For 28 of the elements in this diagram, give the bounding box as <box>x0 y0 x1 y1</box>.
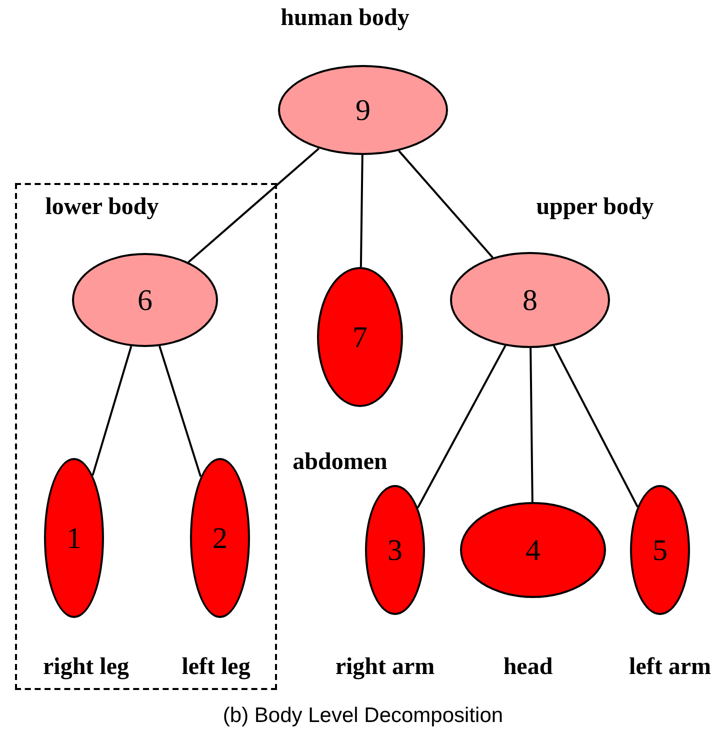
node-name-label: lower body <box>45 195 159 219</box>
node-name-label: upper body <box>536 195 654 219</box>
node-name-label: left arm <box>629 655 711 679</box>
tree-edge <box>530 348 534 502</box>
tree-node-ellipse: 5 <box>630 485 690 615</box>
dashed-group-box <box>15 183 277 690</box>
tree-node-ellipse: 8 <box>450 252 610 348</box>
tree-node-ellipse: 9 <box>278 65 448 155</box>
tree-edge <box>416 345 506 508</box>
node-name-label: human body <box>280 6 410 30</box>
tree-edge <box>188 148 320 263</box>
figure-caption: (b) Body Level Decomposition <box>222 703 504 729</box>
tree-node-ellipse: 3 <box>365 485 425 615</box>
tree-node-ellipse: 2 <box>190 458 250 618</box>
tree-edge <box>92 346 132 476</box>
node-name-label: right leg <box>43 655 129 679</box>
tree-node-ellipse: 4 <box>460 502 606 598</box>
tree-edge <box>360 154 364 268</box>
tree-edge <box>398 150 494 258</box>
tree-edge <box>158 346 202 478</box>
tree-node-ellipse: 7 <box>317 267 403 407</box>
part-name-label: abdomen <box>292 450 388 474</box>
tree-edge <box>552 345 638 508</box>
tree-node-ellipse: 1 <box>44 458 104 618</box>
tree-node-ellipse: 6 <box>72 253 218 347</box>
node-name-label: right arm <box>335 655 435 679</box>
node-name-label: left leg <box>182 655 250 679</box>
node-name-label: head <box>503 655 553 679</box>
